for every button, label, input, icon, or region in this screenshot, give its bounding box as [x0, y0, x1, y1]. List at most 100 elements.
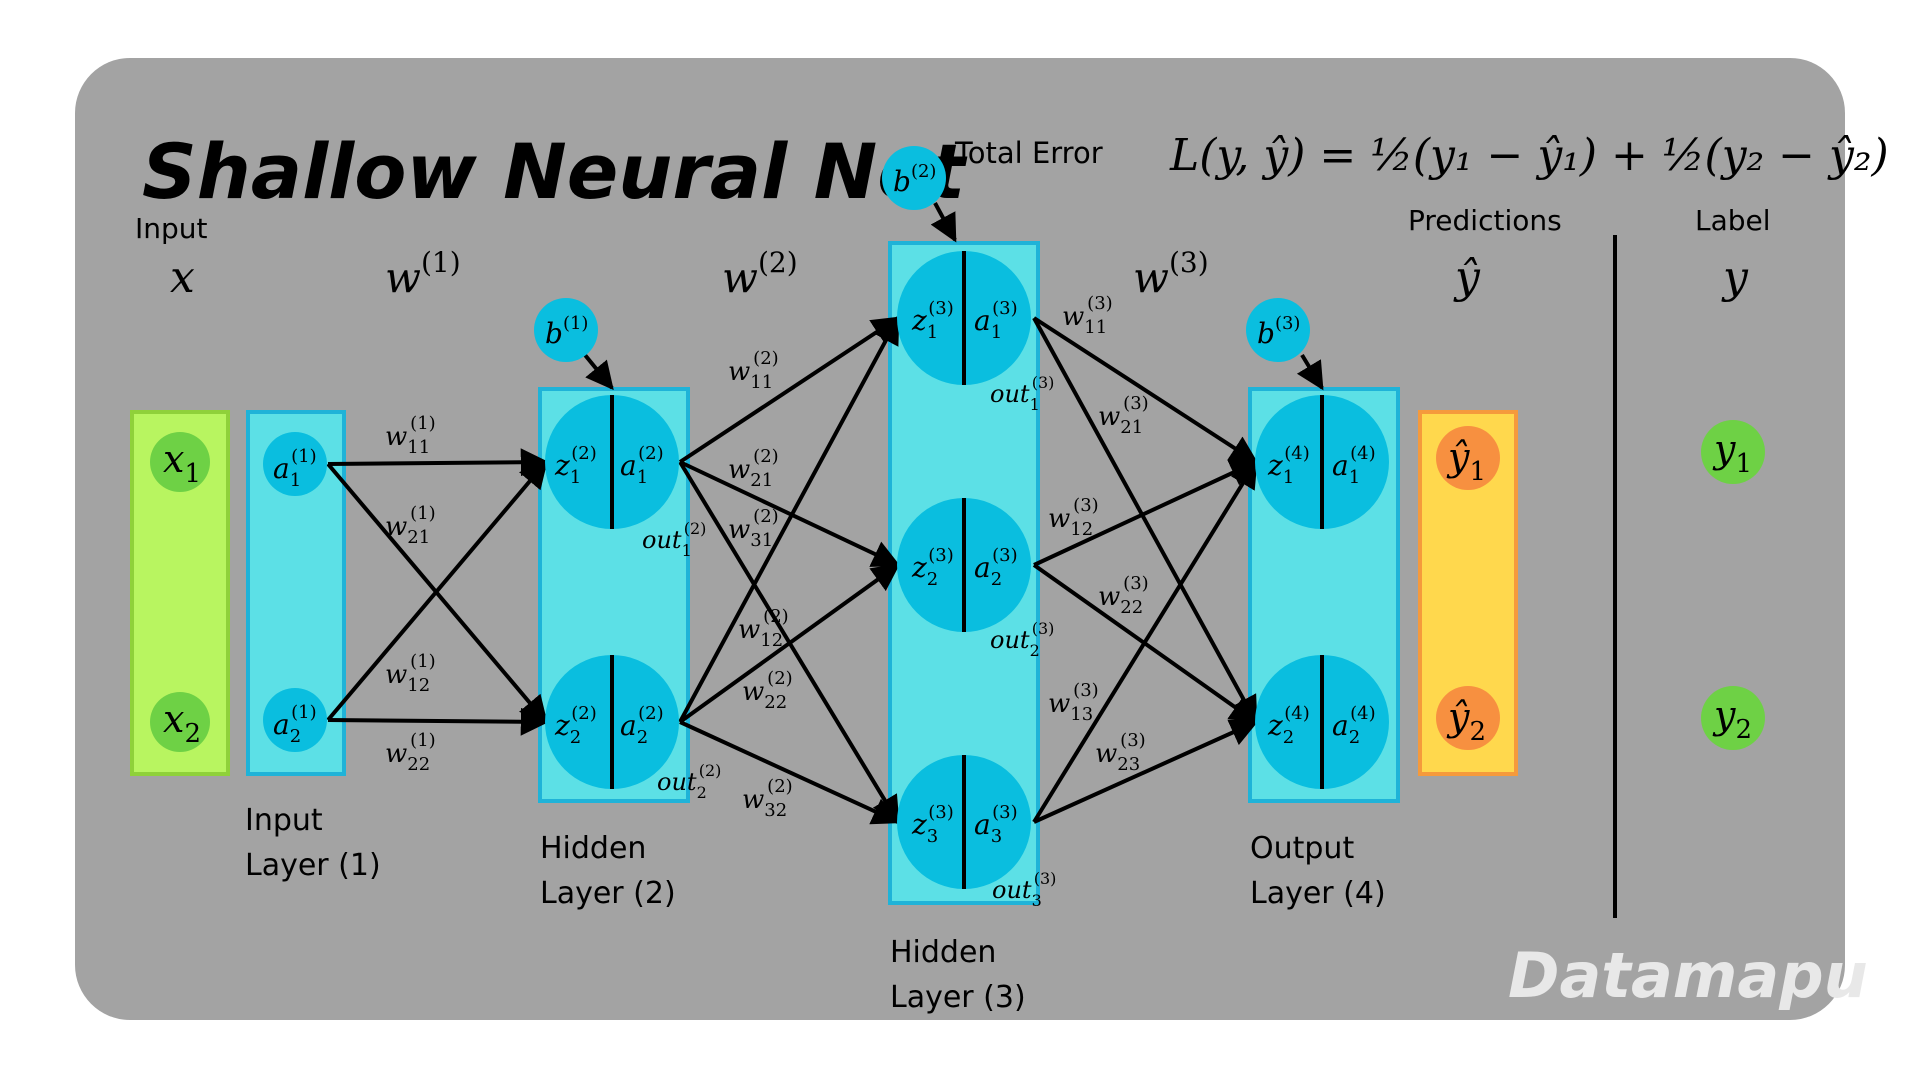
total-error-label: Total Error: [954, 136, 1103, 170]
watermark-logo: Datamapu: [1508, 939, 1868, 1012]
yhat2-node: [1436, 686, 1500, 750]
edge-b1: [583, 353, 614, 391]
a12-label: a1(2): [620, 443, 664, 488]
out-1-3-label: out1(3): [990, 373, 1054, 414]
w12-2-label: w12(2): [738, 606, 789, 651]
w12-1-label: w12(1): [385, 651, 436, 696]
a23-label: a2(3): [974, 545, 1018, 590]
w11-1-label: w11(1): [385, 413, 436, 458]
layer3-nodes: z1(3) a1(3) z2(3) a2(3) z3(3) a3(3): [897, 251, 1031, 889]
diagram-title: Shallow Neural Net: [142, 127, 968, 216]
label-nodes: y1 y2: [1701, 420, 1765, 750]
a1-nodes: a1(1) a2(1): [263, 432, 327, 752]
w11-2-label: w11(2): [728, 348, 779, 393]
a24-label: a2(4): [1332, 703, 1376, 748]
out-2-3-label: out2(3): [990, 619, 1054, 660]
y2-label: y2: [1712, 693, 1752, 745]
x2-node: [150, 692, 210, 752]
w21-1-label: w21(1): [385, 503, 436, 548]
edge-a33-z24: [1033, 719, 1259, 824]
out-labels: out1(2) out2(2) out1(3) out2(3) out3(3): [642, 373, 1056, 910]
y-symbol: y: [1721, 252, 1749, 303]
edge-a22-z13: [678, 315, 900, 723]
w23-3-label: w23(3): [1095, 730, 1146, 775]
edge-a22-z23: [678, 563, 901, 724]
yhat1-node: [1436, 426, 1500, 490]
edge-b3: [1296, 353, 1324, 391]
edge-a21-z12: [326, 459, 548, 722]
w32-2-label: w32(2): [742, 776, 793, 821]
a11-node: [263, 432, 327, 496]
x-symbol: x: [170, 252, 195, 303]
w1-labels: w11(1) w21(1) w12(1) w22(1): [385, 413, 436, 775]
edge-a11-z12: [327, 448, 549, 477]
y1-label: y1: [1712, 427, 1752, 479]
z33-label: z3(3): [911, 802, 954, 847]
edge-b2: [930, 202, 957, 243]
w21-2-label: w21(2): [728, 446, 779, 491]
x2-label: x2: [163, 697, 201, 749]
yhat-symbol: ŷ: [1453, 252, 1481, 303]
bias-1-label: b(1): [545, 313, 588, 350]
w2-symbol: w(2): [722, 246, 798, 302]
bias-2-node: [882, 146, 946, 210]
z14-label: z1(4): [1267, 443, 1310, 488]
edge-a12-z13: [678, 316, 901, 464]
w21-3-label: w21(3): [1098, 393, 1149, 438]
prediction-nodes: ŷ1 ŷ2: [1436, 426, 1500, 750]
a11-label: a1(1): [273, 446, 317, 491]
total-error-formula: L(y, ŷ) = ½(y₁ − ŷ₁) + ½(y₂ − ŷ₂): [1169, 130, 1889, 181]
hidden-layer-2-caption: Hidden Layer (2): [540, 831, 676, 911]
layer4-nodes: z1(4) a1(4) z2(4) a2(4): [1255, 395, 1389, 789]
a22-label: a2(2): [620, 703, 664, 748]
bias-3-label: b(3): [1257, 313, 1300, 350]
x1-node: [150, 432, 210, 492]
x-nodes: x1 x2: [150, 432, 210, 752]
z13-label: z1(3): [911, 298, 954, 343]
input-top-label: Input: [135, 212, 208, 245]
out-1-2-label: out1(2): [642, 519, 706, 560]
out-3-3-label: out3(3): [992, 869, 1056, 910]
edge-a22-z33: [679, 720, 901, 825]
edge-a12-z23: [679, 460, 901, 567]
y1-node: [1701, 420, 1765, 484]
w31-2-label: w31(2): [728, 506, 779, 551]
input-layer-caption: Input Layer (1): [245, 803, 381, 883]
a33-label: a3(3): [974, 802, 1018, 847]
a21-label: a2(1): [273, 702, 317, 747]
w1-symbol: w(1): [385, 246, 461, 302]
w22-2-label: w22(2): [742, 668, 793, 713]
w22-1-label: w22(1): [385, 730, 436, 775]
a13-label: a1(3): [974, 298, 1018, 343]
output-layer-caption: Output Layer (4): [1250, 831, 1386, 911]
label-heading: Label: [1695, 204, 1771, 237]
w11-3-label: w11(3): [1062, 293, 1113, 338]
y2-node: [1701, 686, 1765, 750]
z22-label: z2(2): [554, 703, 597, 748]
z12-label: z1(2): [554, 443, 597, 488]
w12-3-label: w12(3): [1048, 495, 1099, 540]
w2-labels: w11(2) w21(2) w31(2) w12(2) w22(2) w32(2…: [728, 348, 793, 821]
a14-label: a1(4): [1332, 443, 1376, 488]
edge-a21-z22: [327, 707, 549, 736]
w3-symbol: w(3): [1133, 246, 1209, 302]
yhat2-label: ŷ2: [1446, 695, 1486, 747]
a21-node: [263, 688, 327, 752]
bias-1-node: [534, 298, 598, 362]
out-2-2-label: out2(2): [657, 761, 721, 802]
yhat1-label: ŷ1: [1446, 435, 1486, 487]
hidden-layer-3-caption: Hidden Layer (3): [890, 935, 1026, 1015]
edge-a13-z14: [1032, 316, 1259, 464]
connections: [326, 202, 1324, 825]
bias-nodes: b(1) b(2) b(3): [534, 146, 1310, 362]
edge-a23-z14: [1033, 459, 1259, 567]
bias-3-node: [1246, 298, 1310, 362]
z24-label: z2(4): [1267, 703, 1310, 748]
edge-a33-z14: [1032, 459, 1258, 824]
w22-3-label: w22(3): [1098, 573, 1149, 618]
layer2-nodes: z1(2) a1(2) z2(2) a2(2): [545, 395, 679, 789]
x1-label: x1: [163, 437, 201, 489]
bias-2-label: b(2): [893, 161, 936, 198]
